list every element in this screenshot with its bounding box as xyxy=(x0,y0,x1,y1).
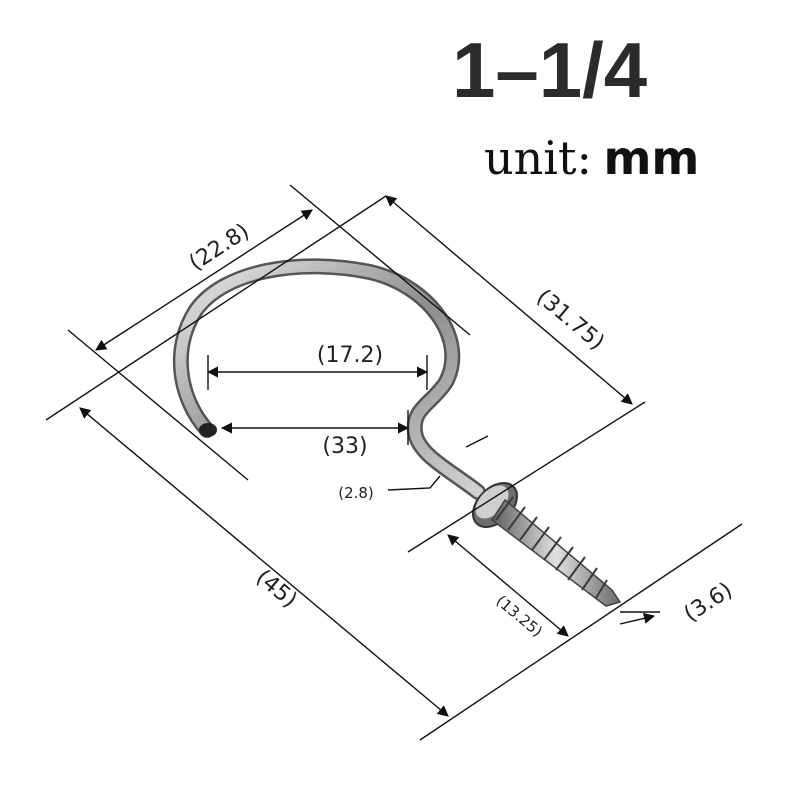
dim-wire: (2.8) xyxy=(338,484,374,502)
size-title: 1–1/4 xyxy=(452,26,648,114)
dimension-lines xyxy=(45,184,743,741)
dim-inner-width: (17.2) xyxy=(317,343,383,368)
unit-prefix: unit: xyxy=(484,131,592,185)
dim-opening: (33) xyxy=(322,434,367,459)
unit-label: unit: mm xyxy=(484,128,699,189)
unit-value: mm xyxy=(603,131,700,185)
dim-thread-length: (13.25) xyxy=(492,592,545,641)
dim-eye-height: (31.75) xyxy=(531,285,608,356)
dim-total-length: (45) xyxy=(251,565,302,613)
dim-width-outer: (22.8) xyxy=(185,219,254,276)
dim-thread-diameter: (3.6) xyxy=(680,578,737,627)
hook-thread xyxy=(490,496,622,607)
